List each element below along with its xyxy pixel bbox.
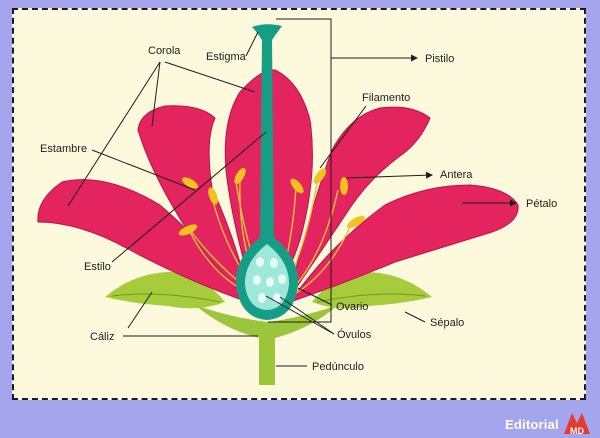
anther [290, 178, 304, 194]
sepal-right-vein [316, 293, 426, 303]
ovule [278, 274, 286, 284]
label-antera: Antera [440, 169, 473, 181]
label-filamento: Filamento [362, 92, 410, 104]
anther [208, 187, 218, 205]
anther [347, 215, 365, 229]
label-petalo: Pétalo [526, 198, 557, 210]
brand-name: Editorial [505, 417, 559, 432]
leader-lines [67, 18, 517, 367]
brand-logo-text: MD [570, 426, 584, 436]
ovule [258, 293, 266, 303]
anther [340, 177, 348, 195]
anther [313, 168, 327, 184]
style [260, 38, 274, 238]
label-corola: Corola [148, 45, 181, 57]
petal-far-left [37, 179, 250, 303]
ovules [253, 257, 286, 303]
anther [178, 224, 198, 236]
sepal-left-vein [111, 293, 221, 303]
label-sepalo: Sépalo [430, 317, 464, 329]
ovule [253, 275, 261, 285]
stigma [252, 24, 282, 40]
label-pistilo: Pistilo [425, 53, 454, 65]
petal-far-right [288, 184, 519, 303]
label-ovario: Ovario [336, 301, 368, 313]
label-caliz: Cáliz [90, 331, 114, 343]
anther [181, 177, 199, 189]
ovule [256, 257, 264, 267]
ovule [266, 277, 274, 287]
label-estambre: Estambre [40, 143, 87, 155]
anthers [178, 167, 365, 236]
peduncle-stem [259, 338, 275, 385]
labels: Corola Estigma Pistilo Filamento Estambr… [40, 45, 557, 373]
anther [234, 167, 246, 185]
label-pedunculo: Pedúnculo [312, 361, 364, 373]
brand-logo-icon: MD [564, 413, 590, 436]
label-estigma: Estigma [206, 51, 247, 63]
label-ovulos: Óvulos [337, 328, 372, 341]
label-estilo: Estilo [84, 261, 111, 273]
ovule [270, 258, 278, 268]
ovule [273, 293, 281, 303]
